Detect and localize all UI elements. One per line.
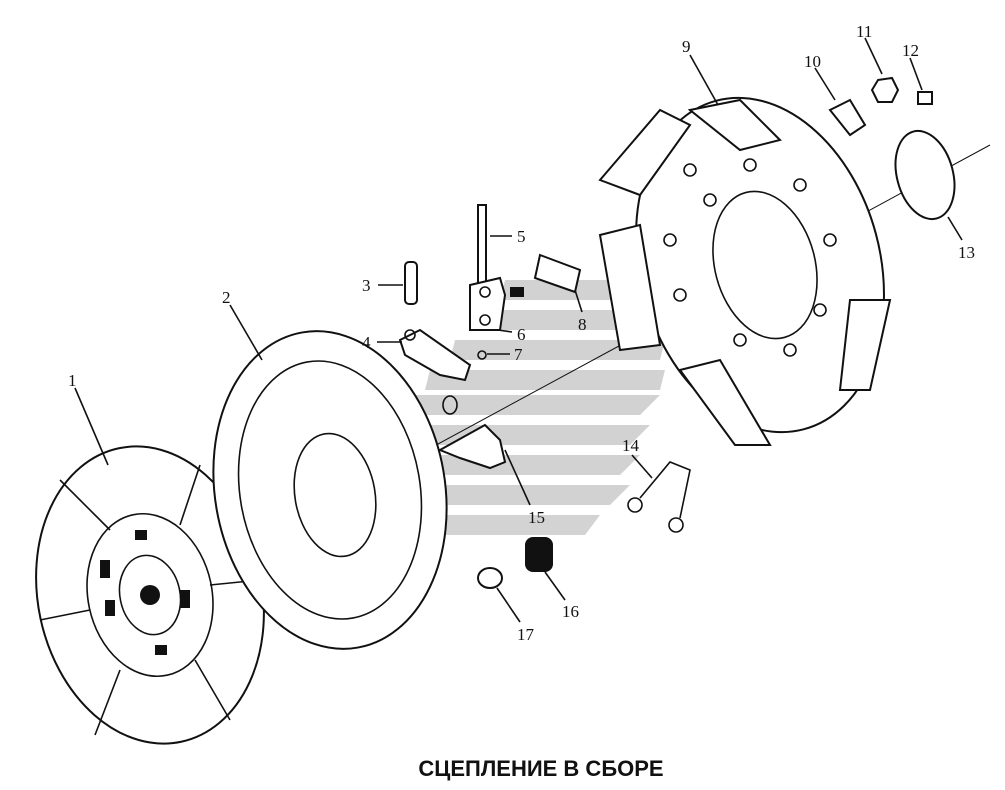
clutch-cover	[598, 96, 892, 446]
callout-6: 6	[517, 325, 526, 344]
pin-part	[404, 261, 418, 305]
callout-10: 10	[804, 52, 821, 71]
spring-part	[627, 461, 691, 533]
strap-part	[437, 423, 507, 470]
bushing-part	[477, 567, 503, 589]
callout-8: 8	[578, 315, 587, 334]
callout-11: 11	[856, 22, 872, 41]
callout-7: 7	[514, 345, 523, 364]
callout-13: 13	[958, 243, 975, 262]
lever-part	[398, 328, 472, 382]
long-pin-part	[477, 204, 487, 286]
callout-2: 2	[222, 288, 231, 307]
callout-12: 12	[902, 41, 919, 60]
retainer-ring-part	[894, 129, 956, 221]
callout-17: 17	[517, 625, 535, 644]
callout-14: 14	[622, 436, 640, 455]
eyebolt-part	[469, 276, 524, 331]
tab-washer-part	[828, 98, 867, 137]
nut-part	[870, 76, 900, 103]
callout-1: 1	[68, 371, 77, 390]
callout-4: 4	[362, 333, 371, 352]
diagram-title: СЦЕПЛЕНИЕ В СБОРЕ	[418, 756, 663, 781]
leader-lines	[74, 37, 963, 623]
small-ring-part	[442, 395, 458, 415]
roller-part	[525, 537, 553, 572]
callout-16: 16	[562, 602, 579, 621]
bolt-part	[917, 91, 933, 105]
callout-3: 3	[362, 276, 371, 295]
callout-15: 15	[528, 508, 545, 527]
ring-part	[477, 350, 487, 360]
callout-5: 5	[517, 227, 526, 246]
callout-9: 9	[682, 37, 691, 56]
pressure-plate	[212, 330, 448, 650]
